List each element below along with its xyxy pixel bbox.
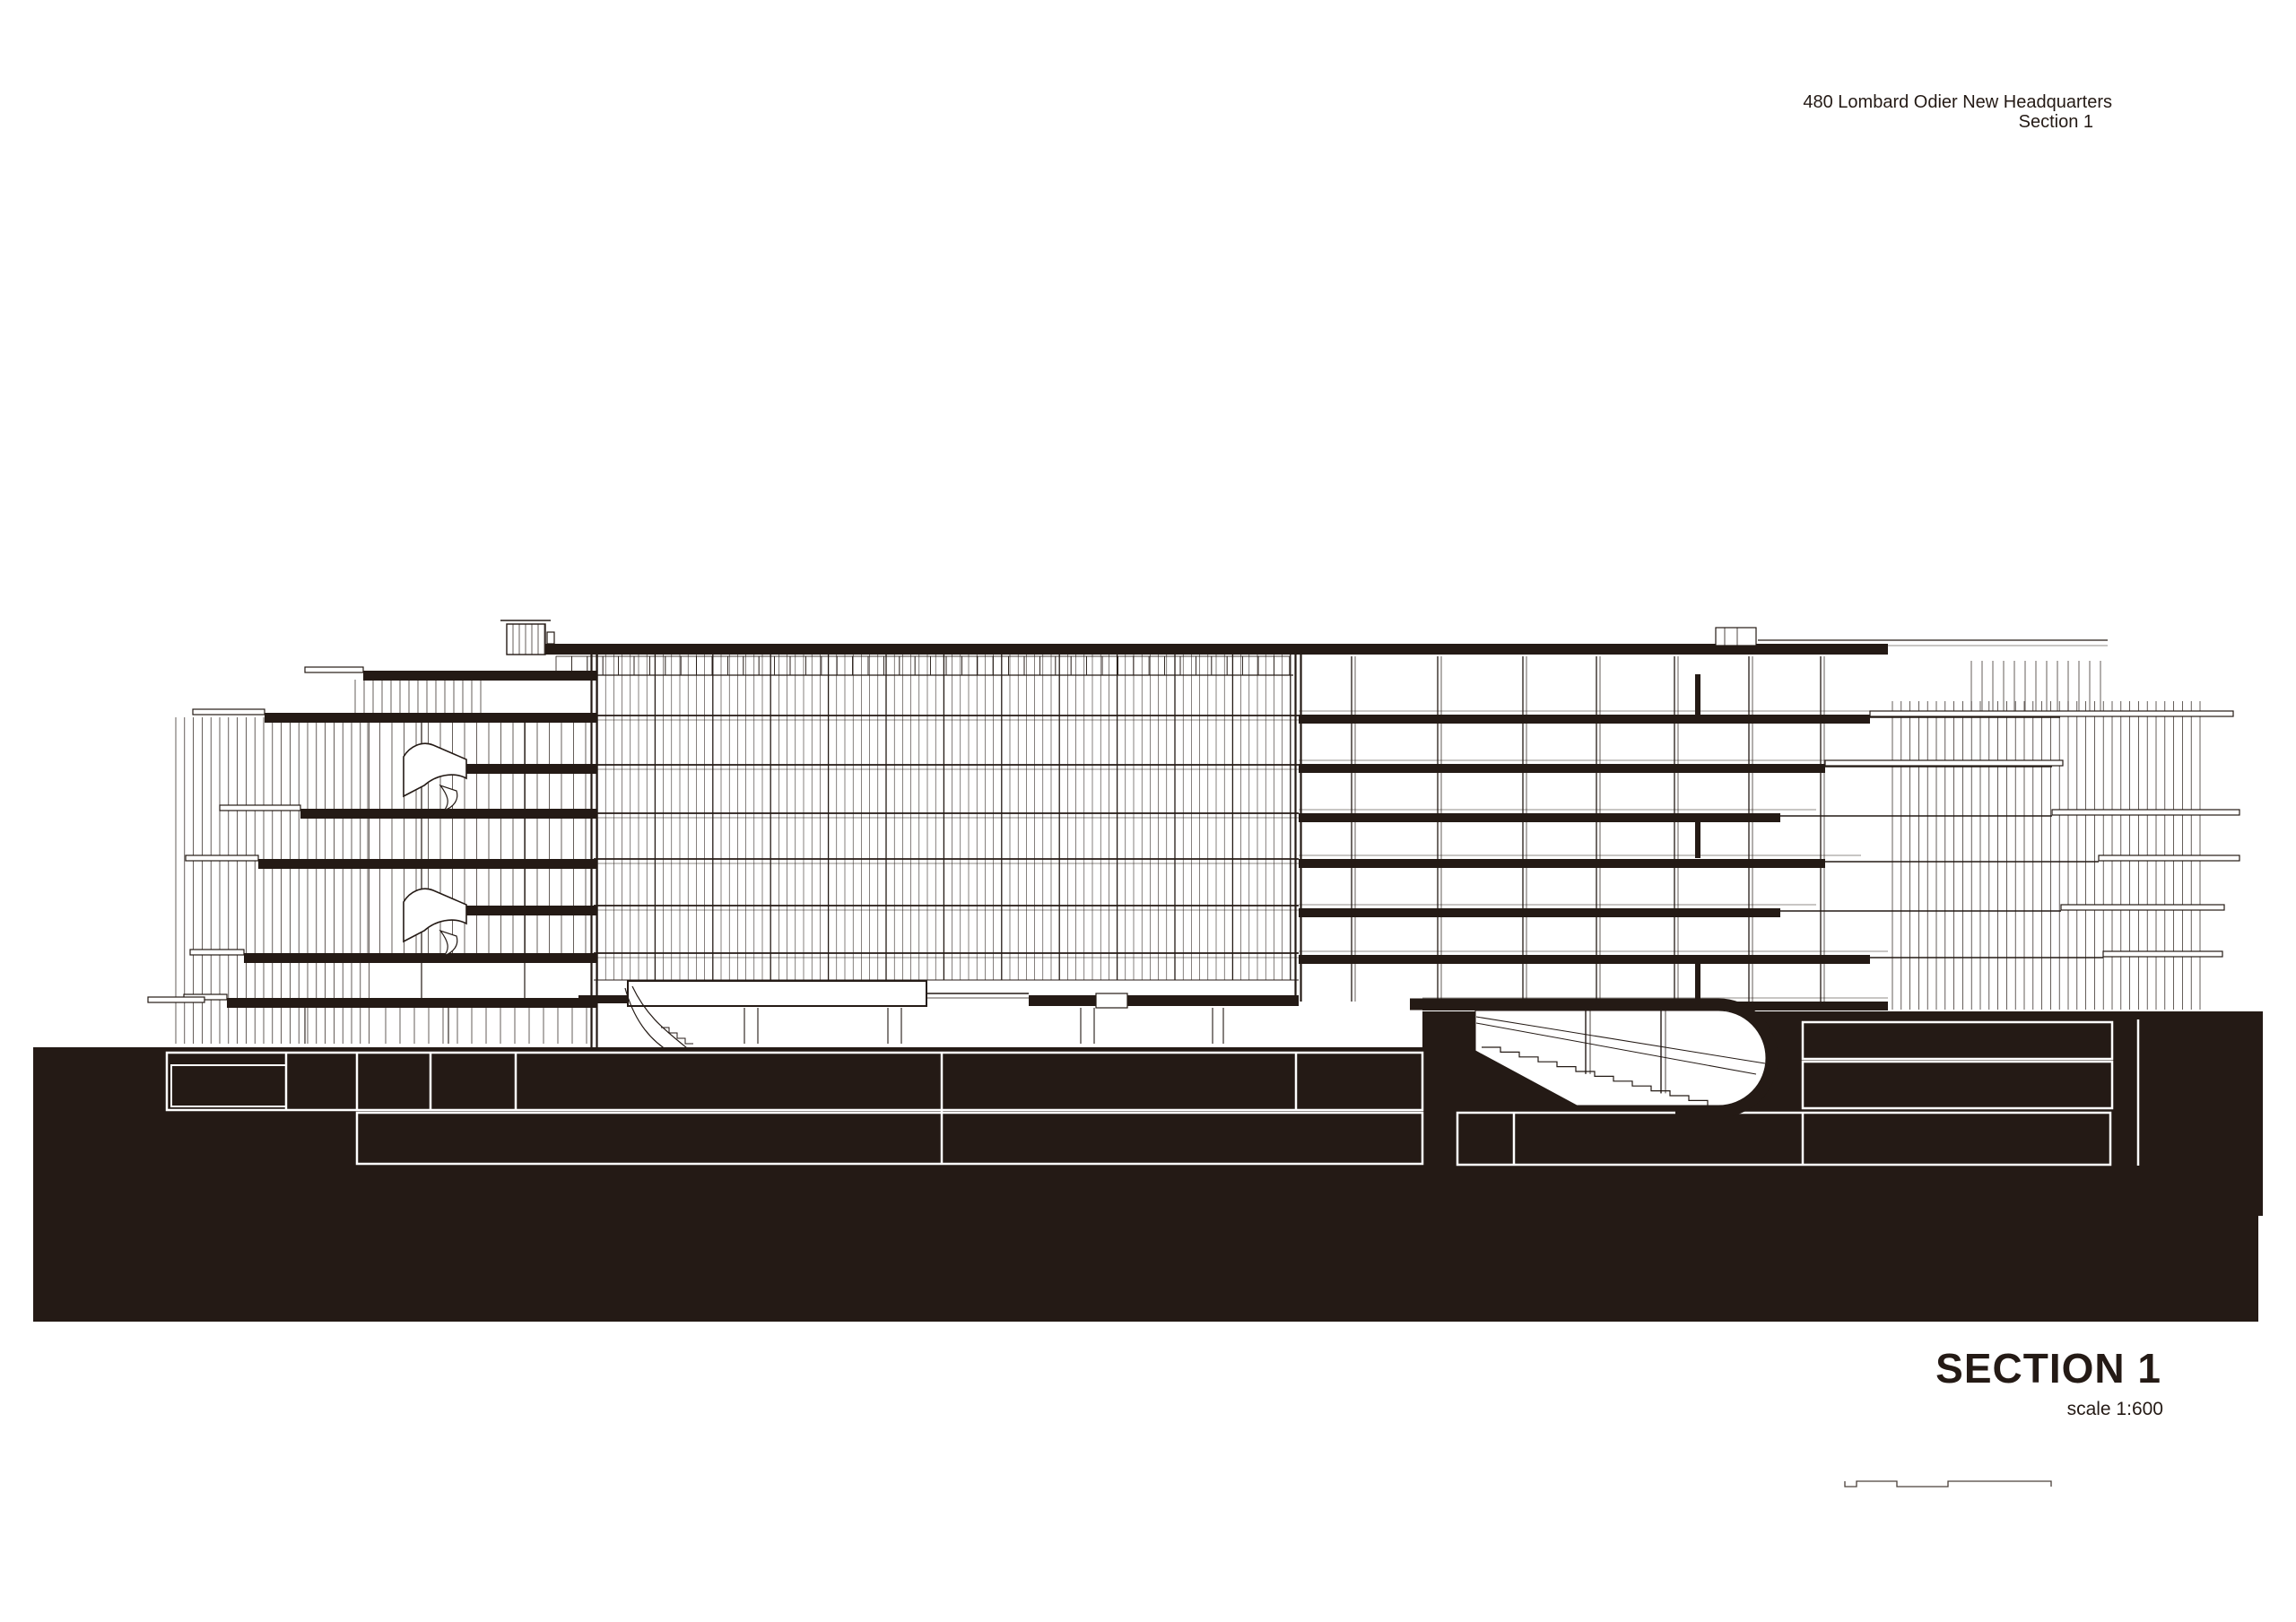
underground-auditorium bbox=[1410, 998, 1779, 1118]
atrium-roof bbox=[543, 644, 1888, 676]
basement-rooms bbox=[165, 1019, 2140, 1167]
drawing-scale: scale 1:600 bbox=[2067, 1399, 2163, 1419]
rooftop-penthouse bbox=[500, 620, 555, 655]
right-wing-floors bbox=[1299, 627, 2240, 1010]
ground-floor bbox=[147, 980, 1299, 1044]
spiral-ramps bbox=[403, 742, 467, 957]
left-wing-floors bbox=[183, 666, 597, 1008]
site-key-profile bbox=[1844, 1480, 2052, 1488]
drawing-title: SECTION 1 bbox=[1935, 1345, 2161, 1392]
spiral-ramp bbox=[403, 888, 467, 957]
sheet-header-sheet: Section 1 bbox=[2019, 112, 2093, 132]
spiral-ramp bbox=[403, 742, 467, 811]
drawing-graphics bbox=[33, 620, 2263, 1322]
sheet-header-project: 480 Lombard Odier New Headquarters bbox=[1803, 92, 2112, 112]
atrium-glazing bbox=[594, 655, 1299, 981]
